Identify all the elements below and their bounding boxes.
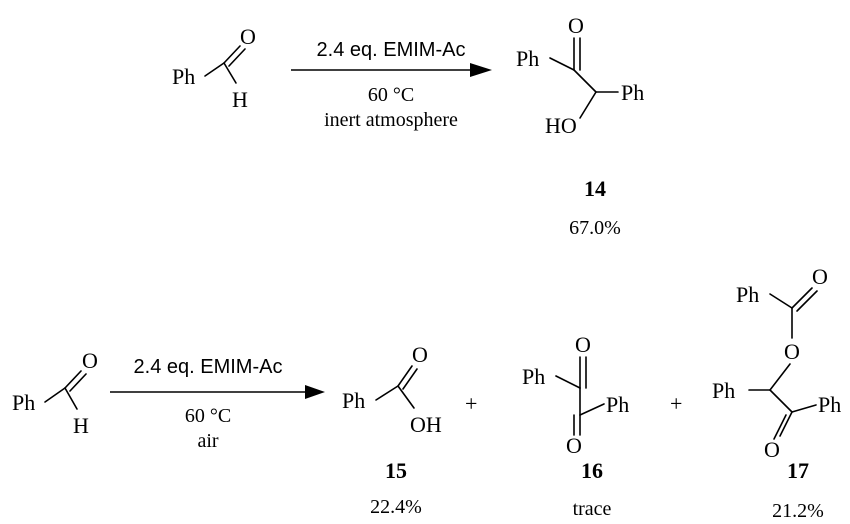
ph-atom: Ph <box>736 282 759 307</box>
bond <box>555 375 581 389</box>
ho-atom: HO <box>545 113 577 138</box>
plus-sign: + <box>465 391 477 416</box>
double-bond <box>796 290 818 312</box>
h-atom: H <box>232 87 248 112</box>
double-bond <box>64 370 82 389</box>
benzil-product-16: Ph O O Ph <box>522 332 629 458</box>
bond <box>375 385 399 401</box>
double-bond <box>791 287 813 309</box>
bond <box>579 91 597 119</box>
benzoin-benzoate-product-17: Ph O O Ph O Ph <box>712 264 841 462</box>
ph-atom: Ph <box>342 388 365 413</box>
arrowhead <box>305 385 325 399</box>
o-atom: O <box>764 437 780 462</box>
bond <box>769 293 793 309</box>
bond <box>573 69 597 93</box>
atmosphere-label: inert atmosphere <box>324 109 458 131</box>
double-bond <box>397 365 413 387</box>
double-bond <box>223 45 241 64</box>
o-atom: O <box>575 332 591 357</box>
bond <box>791 404 817 413</box>
compound-label-15: 15 <box>385 458 407 483</box>
double-bond <box>402 368 418 390</box>
o-atom: O <box>812 264 828 289</box>
bond <box>769 389 793 413</box>
reaction-arrow-2: 2.4 eq. EMIM-Ac 60 °C air <box>110 356 325 452</box>
temperature-label: 60 °C <box>185 405 231 427</box>
ph-atom: Ph <box>818 392 841 417</box>
compound-label-16: 16 <box>581 458 603 483</box>
bond <box>549 57 575 71</box>
o-atom: O <box>412 342 428 367</box>
bond <box>397 385 415 409</box>
o-atom: O <box>566 433 582 458</box>
bond <box>223 62 237 84</box>
ph-atom: Ph <box>516 46 539 71</box>
yield-14: 67.0% <box>569 217 621 239</box>
bond <box>204 62 225 77</box>
ph-atom: Ph <box>606 392 629 417</box>
bond <box>579 403 605 416</box>
o-atom: O <box>568 13 584 38</box>
reagent-label: 2.4 eq. EMIM-Ac <box>317 39 466 61</box>
bond <box>64 387 78 410</box>
o-atom: O <box>82 348 98 373</box>
yield-16: trace <box>573 498 612 520</box>
atmosphere-label: air <box>197 430 218 452</box>
reaction-2: Ph O H 2.4 eq. EMIM-Ac 60 °C air Ph O OH <box>12 264 841 522</box>
benzaldehyde-reactant-2: Ph O H <box>12 348 98 438</box>
plus-sign: + <box>670 391 682 416</box>
oh-atom: OH <box>410 412 442 437</box>
reaction-arrow-1: 2.4 eq. EMIM-Ac 60 °C inert atmosphere <box>291 39 492 131</box>
o-atom: O <box>240 24 256 49</box>
arrowhead <box>470 63 492 77</box>
yield-15: 22.4% <box>370 496 422 518</box>
compound-label-17: 17 <box>787 458 809 483</box>
bond <box>44 387 66 403</box>
benzaldehyde-reactant-1: Ph O H <box>172 24 256 112</box>
o-atom: O <box>784 339 800 364</box>
double-bond <box>69 373 87 392</box>
ph-atom: Ph <box>621 80 644 105</box>
reaction-1: Ph O H 2.4 eq. EMIM-Ac 60 °C inert atmos… <box>172 13 644 239</box>
reagent-label: 2.4 eq. EMIM-Ac <box>134 356 283 378</box>
compound-label-14: 14 <box>584 176 606 201</box>
double-bond <box>773 414 787 440</box>
ph-atom: Ph <box>522 364 545 389</box>
ph-atom: Ph <box>172 64 195 89</box>
yield-17: 21.2% <box>772 500 824 522</box>
temperature-label: 60 °C <box>368 84 414 106</box>
ph-atom: Ph <box>12 390 35 415</box>
benzoic-acid-product-15: Ph O OH <box>342 342 442 437</box>
benzoin-product-14: Ph O Ph HO <box>516 13 644 138</box>
double-bond <box>228 48 246 67</box>
double-bond <box>779 411 793 437</box>
h-atom: H <box>73 413 89 438</box>
bond <box>769 363 791 391</box>
ph-atom: Ph <box>712 378 735 403</box>
